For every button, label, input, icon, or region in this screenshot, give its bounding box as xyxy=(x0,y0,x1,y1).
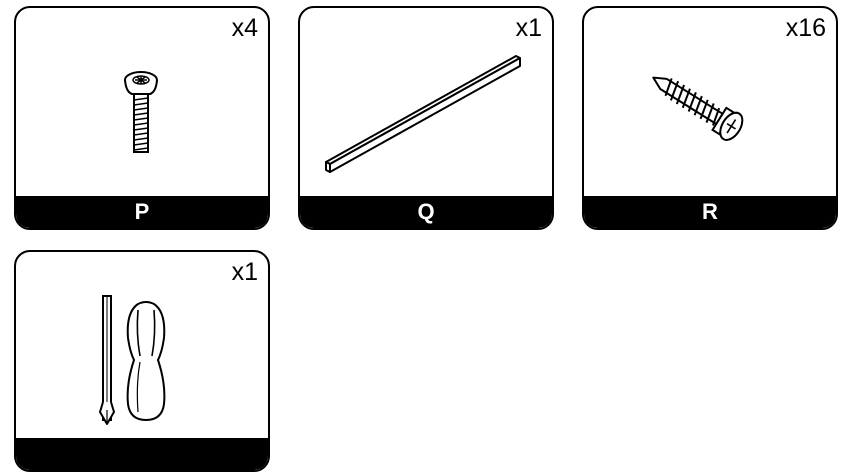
part-card-r: x16 R xyxy=(582,6,838,230)
part-card-q: x1 Q xyxy=(298,6,554,230)
machine-screw-icon xyxy=(124,71,158,153)
part-card-screwdriver: x1 xyxy=(14,250,270,472)
part-quantity: x1 xyxy=(515,14,542,42)
part-card-p: x4 P xyxy=(14,6,270,230)
part-label: P xyxy=(16,196,268,228)
part-quantity: x16 xyxy=(785,14,826,42)
part-label: R xyxy=(584,196,836,228)
part-label: Q xyxy=(300,196,552,228)
flat-bar-icon xyxy=(325,55,521,173)
part-label xyxy=(16,438,268,470)
part-quantity: x4 xyxy=(231,14,258,42)
phillips-screwdriver-icon xyxy=(99,295,166,425)
part-quantity: x1 xyxy=(231,258,258,286)
wood-screw-icon xyxy=(652,76,744,141)
